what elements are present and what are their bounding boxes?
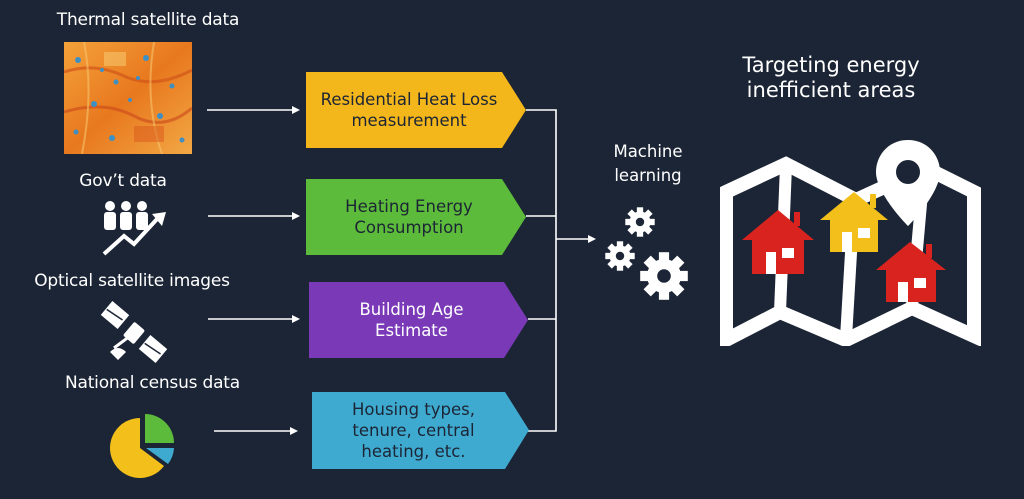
house-red-right-icon (876, 242, 946, 302)
box-heating-shape (306, 179, 526, 255)
people-growth-icon (102, 201, 166, 256)
box-housing-types: Housing types, tenure, central heating, … (312, 392, 529, 469)
source-label-thermal: Thermal satellite data (56, 10, 240, 30)
pie-chart-icon (110, 414, 174, 478)
house-yellow-icon (820, 192, 888, 252)
box-housing-shape (312, 392, 529, 469)
source-label-census: National census data (64, 373, 240, 393)
satellite-icon (100, 301, 168, 363)
box-residential-shape (306, 72, 526, 148)
gears-icon (605, 207, 688, 300)
box-heating-energy: Heating Energy Consumption (306, 179, 526, 255)
box-building-age: Building Age Estimate (309, 282, 528, 358)
box-age-label: Building Age Estimate (359, 300, 464, 340)
box-residential-label: Residential Heat Loss measurement (320, 90, 498, 130)
thermal-map-icon (64, 42, 192, 154)
source-label-govt: Gov’t data (79, 171, 167, 191)
map-with-houses-icon (720, 140, 981, 346)
box-heating-label: Heating Energy Consumption (345, 197, 473, 237)
box-housing-label: Housing types, tenure, central heating, … (351, 400, 476, 461)
box-residential-heat-loss: Residential Heat Loss measurement (306, 72, 526, 148)
house-red-left-icon (742, 210, 814, 274)
target-label: Targeting energy inefficient areas (742, 53, 920, 102)
source-label-optical: Optical satellite images (34, 271, 230, 291)
ml-label: Machine learning (613, 142, 683, 185)
box-age-shape (309, 282, 528, 358)
